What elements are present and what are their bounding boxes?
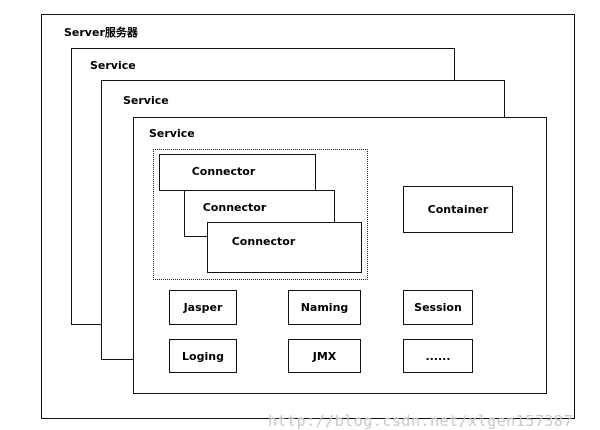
connector-label-1: Connector [191, 165, 256, 178]
connector-label-2: Connector [202, 201, 267, 214]
component-naming: Naming [288, 290, 361, 325]
component-jasper: Jasper [169, 290, 237, 325]
connector-box-1: Connector [159, 154, 316, 191]
component-label-jasper: Jasper [183, 301, 223, 314]
component-label-naming: Naming [300, 301, 349, 314]
container-box: Container [403, 186, 513, 233]
server-label: Server服务器 [64, 26, 138, 39]
component-label-more: ...... [425, 349, 451, 363]
connector-box-3: Connector [207, 222, 362, 273]
component-label-session: Session [414, 301, 462, 314]
service-label-2: Service [123, 94, 169, 107]
service-label-3: Service [149, 127, 195, 140]
connector-label-3: Connector [231, 235, 296, 248]
component-jmx: JMX [288, 339, 361, 373]
component-session: Session [403, 290, 473, 325]
container-label: Container [427, 203, 489, 216]
service-label-1: Service [90, 59, 136, 72]
component-more: ...... [403, 339, 473, 373]
component-loging: Loging [169, 339, 237, 373]
watermark-text: http://blog.csdn.net/xlgen157387 [268, 412, 573, 430]
component-label-loging: Loging [182, 349, 224, 363]
connector-group [153, 149, 368, 280]
component-label-jmx: JMX [312, 349, 337, 363]
